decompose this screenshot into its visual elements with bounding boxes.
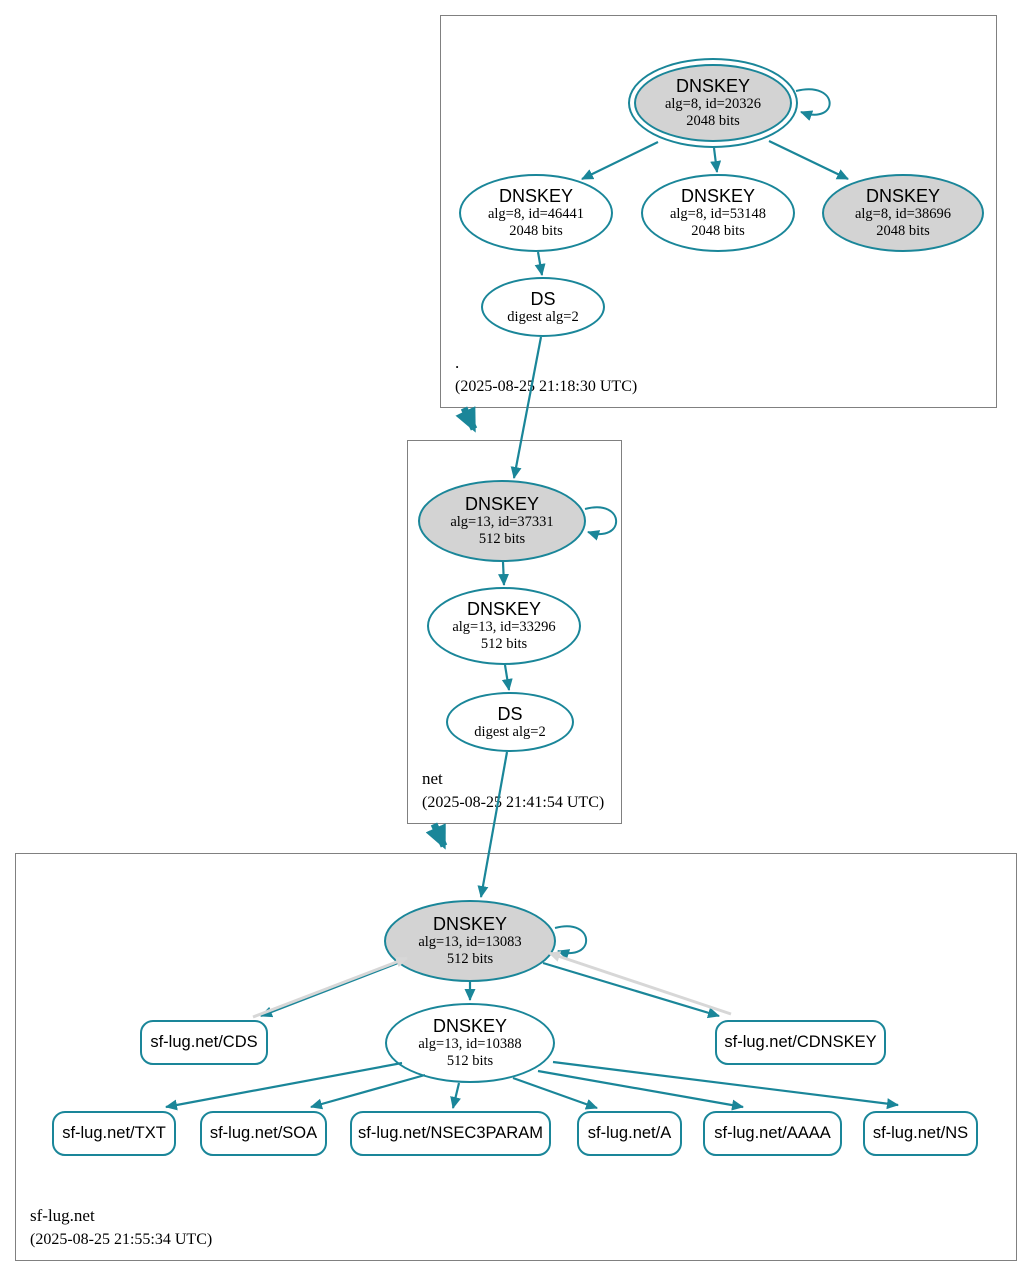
dnskey-node-sflug-ksk-13083: DNSKEY alg=13, id=13083 512 bits (384, 900, 556, 982)
node-bits: 512 bits (480, 636, 528, 652)
node-bits: 512 bits (478, 531, 526, 547)
node-detail: alg=13, id=33296 (452, 619, 556, 635)
dnskey-node-net-ksk-37331: DNSKEY alg=13, id=37331 512 bits (418, 480, 586, 562)
rrset-node-soa: sf-lug.net/SOA (200, 1111, 327, 1156)
rrset-node-ns: sf-lug.net/NS (863, 1111, 978, 1156)
rrset-node-aaaa: sf-lug.net/AAAA (703, 1111, 842, 1156)
dnskey-node-root-ksk-20326: DNSKEY alg=8, id=20326 2048 bits (628, 58, 798, 148)
ds-node-root: DS digest alg=2 (481, 277, 605, 337)
zone-name: net (422, 769, 443, 788)
node-detail: digest alg=2 (474, 723, 546, 740)
node-bits: 2048 bits (509, 223, 563, 239)
node-type: DNSKEY (466, 599, 542, 619)
rrset-label: sf-lug.net/NSEC3PARAM (358, 1124, 543, 1142)
zone-timestamp: (2025-08-25 21:55:34 UTC) (30, 1231, 213, 1248)
rrset-node-cdnskey: sf-lug.net/CDNSKEY (715, 1020, 886, 1065)
node-type: DNSKEY (432, 914, 508, 934)
rrset-label: sf-lug.net/AAAA (714, 1124, 831, 1142)
rrset-label: sf-lug.net/NS (872, 1124, 969, 1142)
node-type: DNSKEY (432, 1016, 508, 1036)
dnskey-node-root-38696: DNSKEY alg=8, id=38696 2048 bits (822, 174, 984, 252)
rrset-label: sf-lug.net/CDNSKEY (724, 1033, 877, 1051)
zone-timestamp: (2025-08-25 21:41:54 UTC) (422, 794, 605, 811)
rrset-label: sf-lug.net/A (587, 1124, 672, 1142)
dnskey-node-net-33296: DNSKEY alg=13, id=33296 512 bits (427, 587, 581, 665)
node-bits: 2048 bits (686, 113, 740, 129)
edge-zone-delegation-net-sflug (425, 822, 448, 850)
node-type: DNSKEY (464, 494, 540, 514)
zone-timestamp: (2025-08-25 21:18:30 UTC) (455, 378, 638, 395)
node-type: DS (530, 288, 556, 309)
ds-node-net: DS digest alg=2 (446, 692, 574, 752)
dnskey-node-root-53148: DNSKEY alg=8, id=53148 2048 bits (641, 174, 795, 252)
node-bits: 512 bits (446, 951, 494, 967)
node-detail: alg=13, id=13083 (418, 934, 522, 950)
node-type: DS (497, 703, 523, 724)
dnskey-node-root-46441: DNSKEY alg=8, id=46441 2048 bits (459, 174, 613, 252)
rrset-node-a: sf-lug.net/A (577, 1111, 682, 1156)
node-type: DNSKEY (675, 76, 751, 96)
node-type: DNSKEY (680, 186, 756, 206)
node-detail: alg=13, id=37331 (450, 514, 554, 530)
node-bits: 2048 bits (876, 223, 930, 239)
rrset-node-txt: sf-lug.net/TXT (52, 1111, 176, 1156)
zone-label-net: net (2025-08-25 21:41:54 UTC) (422, 767, 604, 815)
rrset-label: sf-lug.net/CDS (150, 1033, 258, 1051)
node-bits: 512 bits (446, 1053, 494, 1069)
dnskey-node-root-ksk-20326-inner: DNSKEY alg=8, id=20326 2048 bits (634, 64, 792, 142)
rrset-node-cds: sf-lug.net/CDS (140, 1020, 268, 1065)
zone-name: . (455, 353, 460, 372)
zone-name: sf-lug.net (30, 1206, 95, 1225)
node-detail: digest alg=2 (507, 308, 579, 325)
node-detail: alg=8, id=20326 (664, 96, 762, 112)
rrset-label: sf-lug.net/SOA (209, 1124, 318, 1142)
node-type: DNSKEY (865, 186, 941, 206)
dnskey-node-sflug-zsk-10388: DNSKEY alg=13, id=10388 512 bits (385, 1003, 555, 1083)
rrset-node-nsec3param: sf-lug.net/NSEC3PARAM (350, 1111, 551, 1156)
node-detail: alg=8, id=53148 (669, 206, 767, 222)
edge-zone-delegation-root-net (455, 406, 478, 433)
zone-label-sf-lug-net: sf-lug.net (2025-08-25 21:55:34 UTC) (30, 1204, 212, 1252)
node-detail: alg=13, id=10388 (418, 1036, 522, 1052)
node-bits: 2048 bits (691, 223, 745, 239)
rrset-label: sf-lug.net/TXT (62, 1124, 166, 1142)
node-type: DNSKEY (498, 186, 574, 206)
zone-label-root: . (2025-08-25 21:18:30 UTC) (455, 351, 637, 399)
node-detail: alg=8, id=38696 (854, 206, 952, 222)
node-detail: alg=8, id=46441 (487, 206, 585, 222)
